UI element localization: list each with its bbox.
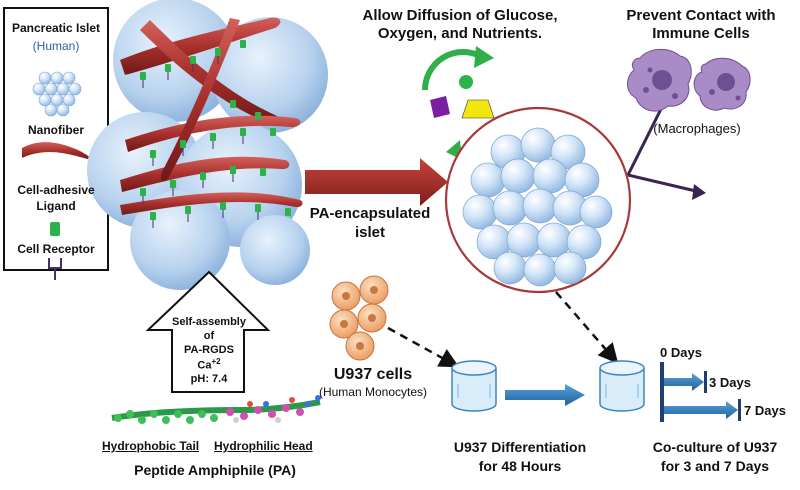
prevent-label-line1: Prevent Contact with [626, 7, 776, 24]
macrophage-icon [627, 49, 692, 112]
diffusion-label-line2: Oxygen, and Nutrients. [377, 25, 543, 42]
day7-label: 7 Days [744, 403, 786, 418]
coculture-label-line1: Co-culture of U937 [652, 439, 778, 455]
dashed-arrow-islet-to-well [555, 291, 619, 364]
macrophage-icon [693, 57, 751, 111]
macrophages-label: (Macrophages) [653, 121, 741, 136]
self-assembly-label-line1: Self-assembly [172, 316, 246, 328]
u937-cells-icon [329, 275, 389, 361]
encapsulated-islet [444, 106, 632, 294]
calcium-label: Ca [197, 359, 212, 372]
calcium-charge: +2 [211, 357, 221, 366]
nanofiber [120, 192, 303, 215]
blocked-contact-arrow [626, 94, 701, 194]
legend-nanofiber-icon [22, 142, 92, 160]
legend-box [3, 7, 109, 280]
pa-encapsulated-label-line1: PA-encapsulated [309, 205, 431, 222]
peptide-amphiphile-title: Peptide Amphiphile (PA) [134, 462, 296, 478]
self-assembly-arrow [145, 270, 271, 393]
nutrient-trapezoid-icon [461, 99, 495, 119]
culture-well-icon [599, 360, 645, 412]
differentiation-arrow [505, 384, 585, 406]
hydrophilic-head-label: Hydrophilic Head [214, 439, 313, 453]
legend-islet-subtitle: (Human) [32, 39, 80, 53]
legend-islet-title: Pancreatic Islet [11, 21, 101, 35]
legend-ligand-label-line1: Cell-adhesive [17, 183, 95, 197]
nutrient-circle-icon [459, 75, 473, 89]
ligand-receptor-pairs [140, 40, 291, 220]
differentiation-label-line1: U937 Differentiation [453, 439, 587, 455]
prevent-label-line2: Immune Cells [652, 25, 750, 42]
coculture-label-line2: for 3 and 7 Days [660, 458, 770, 474]
legend-ligand-label-line2: Ligand [36, 199, 76, 213]
nanofiber [125, 115, 301, 152]
nanofiber [120, 156, 290, 192]
diffusion-label-line1: Allow Diffusion of Glucose, [362, 7, 558, 24]
dashed-arrow-cells-to-well [387, 326, 460, 368]
arrow-3-days [664, 373, 704, 391]
self-assembly-label-line2: of [203, 330, 215, 342]
self-assembly-label-line3: PA-RGDS [184, 344, 234, 356]
legend-ligand-icon [50, 222, 60, 236]
nanofiber [120, 17, 281, 75]
arrow-7-days [664, 401, 738, 419]
islet-closeup [87, 0, 328, 290]
legend-nanofiber-label: Nanofiber [27, 123, 84, 137]
peptide-amphiphile-molecule [111, 395, 321, 424]
hydrophobic-tail-label: Hydrophobic Tail [102, 439, 200, 453]
u937-title: U937 cells [333, 366, 413, 383]
u937-subtitle: (Human Monocytes) [318, 385, 428, 399]
day0-label: 0 Days [660, 345, 702, 360]
nanofiber [140, 20, 282, 126]
culture-well-icon [451, 360, 497, 412]
legend-islet-icon [32, 71, 82, 117]
pa-encapsulated-label-line2: islet [354, 224, 385, 241]
legend-receptor-icon [48, 258, 62, 280]
differentiation-label-line2: for 48 Hours [478, 458, 562, 474]
day3-label: 3 Days [709, 375, 751, 390]
legend-receptor-label: Cell Receptor [17, 242, 95, 256]
self-assembly-label-line5: pH: 7.4 [190, 373, 228, 385]
encapsulation-arrow [305, 158, 448, 206]
self-assembly-label-line4: Ca+2 [160, 357, 258, 372]
nutrient-cube-icon [430, 96, 450, 118]
timeline [660, 362, 741, 422]
